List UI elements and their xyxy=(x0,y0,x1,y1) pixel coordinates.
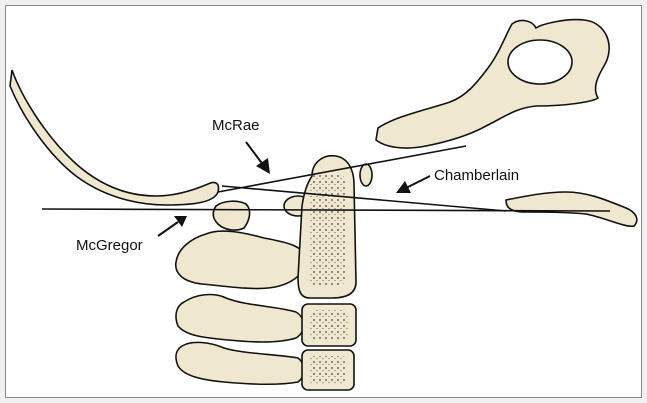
sella-cavity xyxy=(508,40,572,84)
hard-palate xyxy=(506,192,637,226)
c3-posterior-element xyxy=(176,295,304,342)
c4-posterior-element xyxy=(176,342,304,384)
chamberlain-arrow xyxy=(406,176,430,188)
c3-marrow xyxy=(310,310,348,340)
atlas-posterior-arch xyxy=(213,201,249,230)
craniovertebral-diagram: McRae Chamberlain McGregor xyxy=(6,6,641,397)
diagram-canvas: McRae Chamberlain McGregor xyxy=(5,5,642,398)
mcgregor-arrowhead xyxy=(174,216,187,227)
dens-marrow xyxy=(310,174,346,286)
anterior-tubercle xyxy=(360,164,372,186)
chamberlain-line xyxy=(222,186,506,211)
clivus-sella xyxy=(376,20,609,148)
mcgregor-arrow xyxy=(158,222,178,236)
mcgregor-label: McGregor xyxy=(76,237,143,254)
mcrae-arrow xyxy=(246,142,264,166)
c2-posterior-element xyxy=(176,231,306,289)
mcrae-label: McRae xyxy=(212,117,260,134)
occipital-bone xyxy=(10,70,219,205)
mcrae-arrowhead xyxy=(256,158,270,174)
c4-marrow xyxy=(310,356,346,384)
chamberlain-label: Chamberlain xyxy=(434,167,519,184)
